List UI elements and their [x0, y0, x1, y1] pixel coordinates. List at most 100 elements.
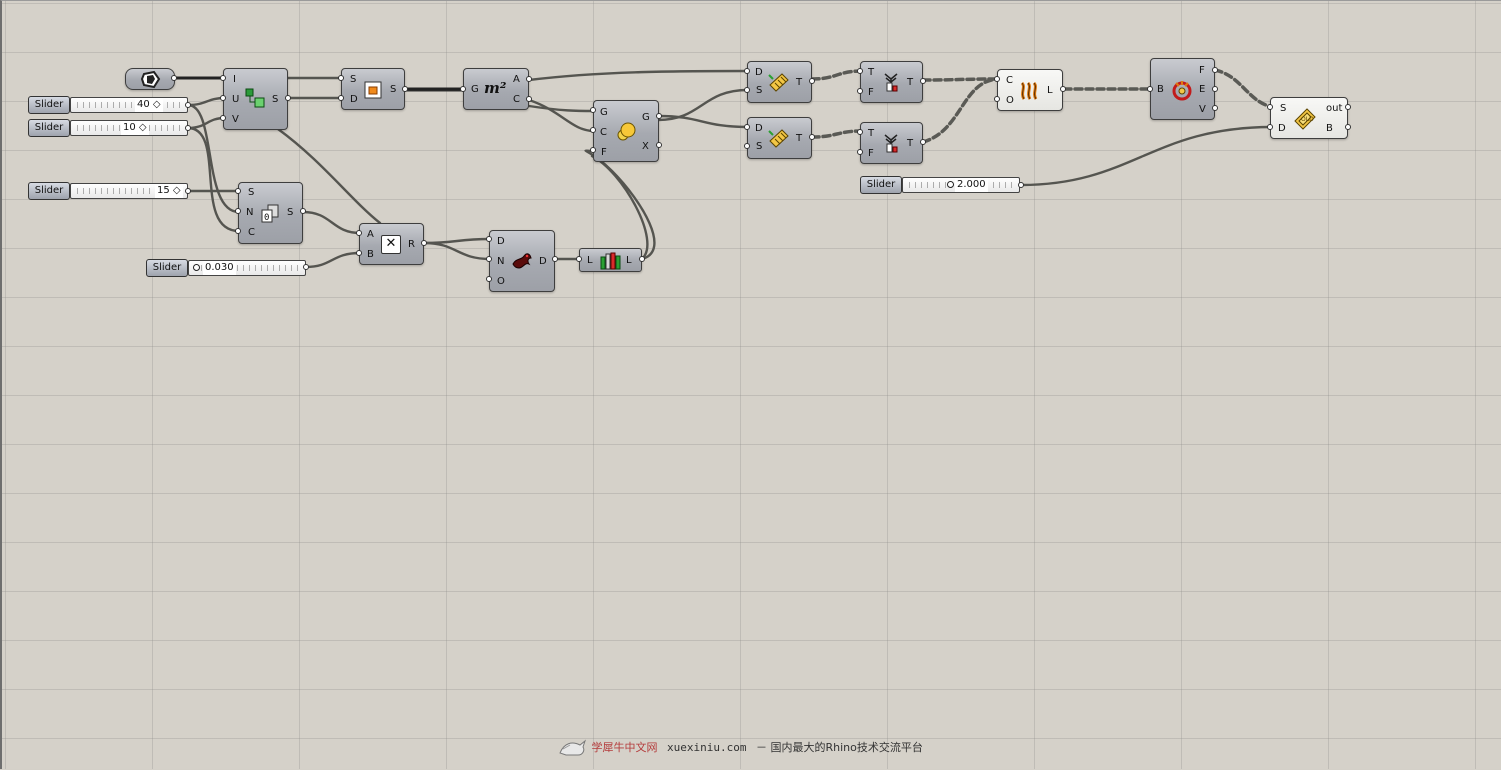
wire — [656, 88, 750, 122]
input-label: F — [868, 87, 874, 98]
input-label: F — [868, 148, 874, 159]
footer-url[interactable]: xuexiniu.com — [667, 741, 747, 754]
output-grip[interactable] — [1212, 67, 1218, 73]
slider-rail[interactable]: 15 ◇ — [70, 183, 188, 199]
input-grip[interactable] — [220, 75, 226, 81]
input-grip[interactable] — [994, 76, 1000, 82]
input-grip[interactable] — [857, 68, 863, 74]
output-grip[interactable] — [1212, 86, 1218, 92]
shift-paths-component-1[interactable]: D S T — [747, 61, 812, 103]
input-label: C — [600, 127, 607, 138]
divide-surface-component[interactable]: I U V S — [223, 68, 288, 130]
slider-factor[interactable]: Slider 0.030 — [146, 259, 308, 277]
input-grip[interactable] — [220, 115, 226, 121]
output-grip[interactable] — [185, 188, 191, 194]
input-grip[interactable] — [744, 87, 750, 93]
input-grip[interactable] — [1267, 124, 1273, 130]
output-grip[interactable] — [185, 102, 191, 108]
area-component[interactable]: G A C m² — [463, 68, 529, 110]
slider-rail[interactable]: 0.030 — [188, 260, 306, 276]
input-label: T — [868, 128, 875, 139]
offset-surface-component[interactable]: S D out B OLD — [1270, 97, 1348, 139]
input-grip[interactable] — [994, 96, 1000, 102]
dispatch-component[interactable]: D N O D — [489, 230, 555, 292]
input-label: D — [497, 236, 505, 247]
flip-matrix-component-2[interactable]: T F T — [860, 122, 923, 164]
slider-offset-distance[interactable]: Slider 2.000 — [860, 176, 1022, 194]
output-grip[interactable] — [526, 96, 532, 102]
input-grip[interactable] — [857, 88, 863, 94]
scale-component[interactable]: G C F G X — [593, 100, 659, 162]
area-icon: m² — [484, 79, 507, 97]
output-grip[interactable] — [920, 139, 926, 145]
input-grip[interactable] — [235, 188, 241, 194]
flip-matrix-component-1[interactable]: T F T — [860, 61, 923, 103]
input-grip[interactable] — [1147, 86, 1153, 92]
list-length-component[interactable]: L L — [579, 248, 642, 272]
input-grip[interactable] — [744, 68, 750, 74]
slider-rail[interactable]: 10 ◇ — [70, 120, 188, 136]
output-grip[interactable] — [656, 113, 662, 119]
output-grip[interactable] — [421, 240, 427, 246]
output-grip[interactable] — [300, 208, 306, 214]
input-grip[interactable] — [486, 256, 492, 262]
input-grip[interactable] — [576, 256, 582, 262]
series-icon: 0 — [261, 204, 279, 223]
output-grip[interactable] — [1212, 105, 1218, 111]
input-grip[interactable] — [356, 250, 362, 256]
input-grip[interactable] — [744, 143, 750, 149]
output-grip[interactable] — [402, 86, 408, 92]
output-grip[interactable] — [656, 142, 662, 148]
output-grip[interactable] — [285, 95, 291, 101]
multiply-component[interactable]: A B R ✕ — [359, 223, 424, 265]
loft-component[interactable]: C O L — [997, 69, 1063, 111]
output-grip[interactable] — [639, 256, 645, 262]
input-grip[interactable] — [486, 276, 492, 282]
output-grip[interactable] — [185, 125, 191, 131]
input-grip[interactable] — [590, 147, 596, 153]
output-grip[interactable] — [809, 134, 815, 140]
input-grip[interactable] — [235, 228, 241, 234]
output-grip[interactable] — [809, 78, 815, 84]
output-grip[interactable] — [920, 78, 926, 84]
input-grip[interactable] — [220, 95, 226, 101]
isotrim-component[interactable]: S D S — [341, 68, 405, 110]
slider-rail[interactable]: 40 ◇ — [70, 97, 188, 113]
output-label: S — [287, 207, 294, 218]
input-grip[interactable] — [744, 124, 750, 130]
input-grip[interactable] — [857, 149, 863, 155]
input-grip[interactable] — [857, 129, 863, 135]
isotrim-icon — [364, 81, 382, 99]
brep-param-component[interactable] — [125, 68, 175, 90]
output-grip[interactable] — [1345, 104, 1351, 110]
input-grip[interactable] — [460, 86, 466, 92]
input-grip[interactable] — [235, 208, 241, 214]
slider-v-count[interactable]: Slider 10 ◇ — [28, 119, 190, 137]
shift-paths-component-2[interactable]: D S T — [747, 117, 812, 159]
input-grip[interactable] — [338, 95, 344, 101]
series-component[interactable]: S N C S 0 — [238, 182, 303, 244]
output-grip[interactable] — [526, 76, 532, 82]
slider-knob[interactable] — [193, 264, 200, 271]
input-grip[interactable] — [338, 75, 344, 81]
input-grip[interactable] — [356, 230, 362, 236]
input-grip[interactable] — [1267, 104, 1273, 110]
input-grip[interactable] — [590, 127, 596, 133]
output-grip[interactable] — [303, 264, 309, 270]
slider-series-start[interactable]: Slider 15 ◇ — [28, 182, 190, 200]
slider-tag: Slider — [146, 259, 188, 277]
output-grip[interactable] — [552, 256, 558, 262]
output-grip[interactable] — [1018, 182, 1024, 188]
output-label: F — [1199, 65, 1205, 76]
slider-rail[interactable]: 2.000 — [902, 177, 1020, 193]
output-grip[interactable] — [1345, 124, 1351, 130]
slider-u-count[interactable]: Slider 40 ◇ — [28, 96, 190, 114]
deconstruct-brep-component[interactable]: B F E V — [1150, 58, 1215, 120]
output-grip[interactable] — [171, 75, 177, 81]
slider-knob[interactable] — [947, 181, 954, 188]
input-grip[interactable] — [590, 107, 596, 113]
output-grip[interactable] — [1060, 86, 1066, 92]
input-grip[interactable] — [486, 236, 492, 242]
wire — [590, 154, 649, 261]
